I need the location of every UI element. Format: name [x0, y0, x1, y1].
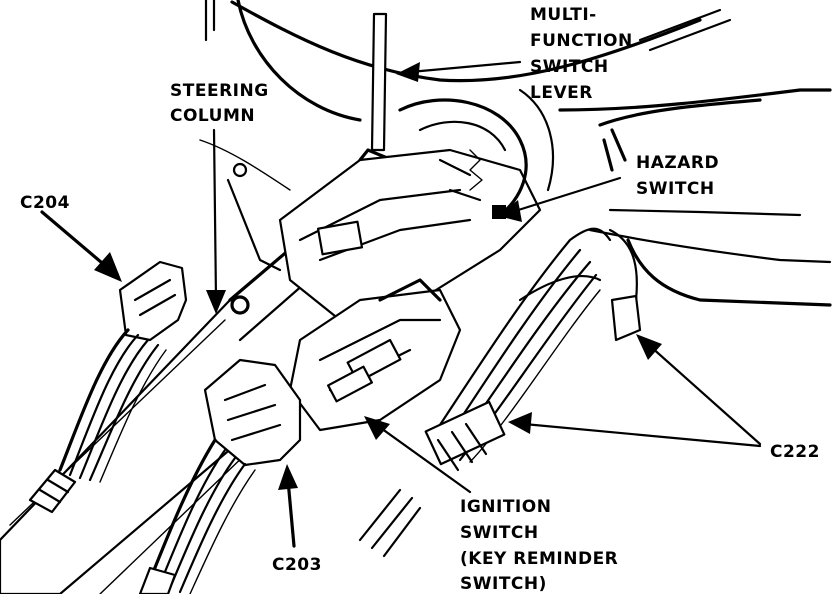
label-steering-column: STEERING COLUMN	[170, 81, 269, 126]
label-line: SWITCH	[530, 57, 609, 77]
label-line: MULTI-	[530, 5, 597, 25]
label-line: HAZARD	[636, 153, 719, 173]
label-line: IGNITION	[460, 497, 551, 517]
switch-housing	[278, 98, 542, 322]
multi-function-switch-lever	[350, 12, 394, 202]
leader-arrows	[40, 60, 762, 548]
label-ignition-switch: IGNITION SWITCH (KEY REMINDER SWITCH)	[460, 497, 618, 594]
label-multi-function-switch-lever: MULTI- FUNCTION SWITCH LEVER	[530, 5, 633, 103]
c204-connector	[28, 260, 188, 514]
label-line: STEERING	[170, 81, 269, 101]
label-line: SWITCH)	[460, 574, 547, 594]
label-line: SWITCH	[636, 179, 715, 199]
label-line: (KEY REMINDER	[460, 549, 618, 569]
label-line: FUNCTION	[530, 31, 633, 51]
instrument-panel-outline	[199, 0, 832, 307]
c203-connector	[138, 358, 422, 594]
label-line: COLUMN	[170, 106, 255, 126]
label-hazard-switch: HAZARD SWITCH	[636, 153, 719, 199]
ignition-switch-body	[288, 278, 462, 432]
label-c222: C222	[770, 442, 820, 462]
label-c203: C203	[272, 555, 322, 575]
label-c204: C204	[20, 193, 70, 213]
label-line: LEVER	[530, 83, 593, 103]
label-line: SWITCH	[460, 523, 539, 543]
right-wire-harness	[424, 227, 642, 472]
